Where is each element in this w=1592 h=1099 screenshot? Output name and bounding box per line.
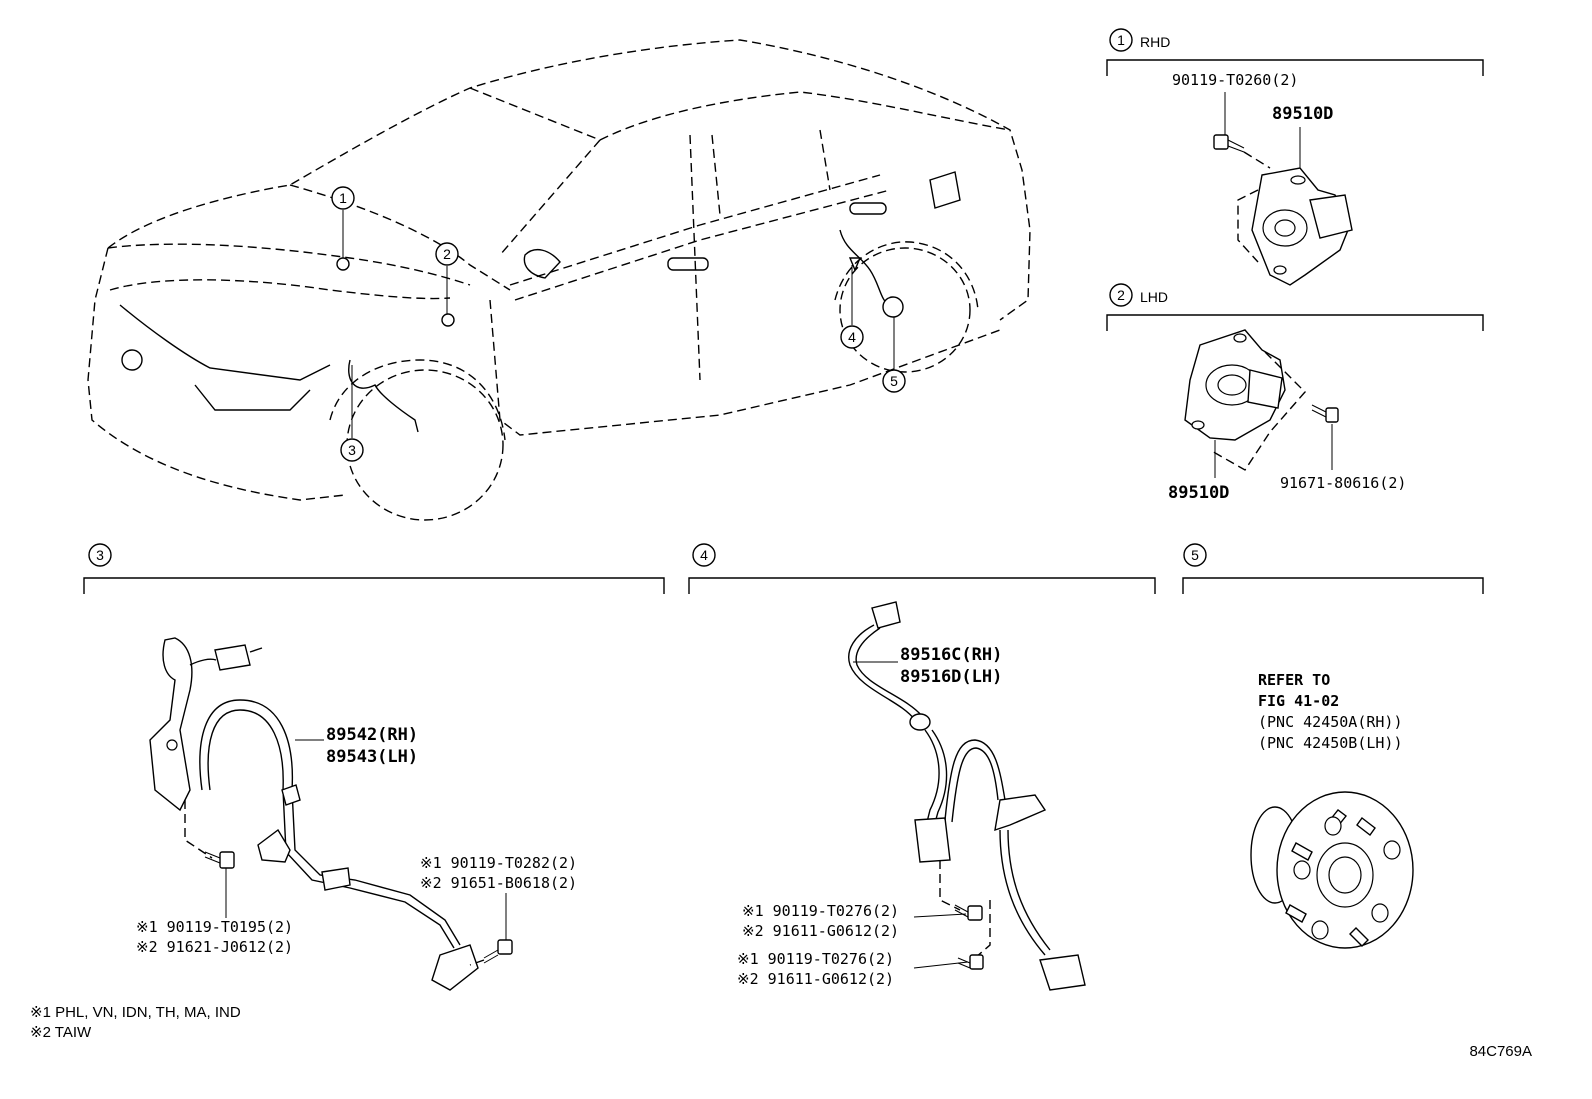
svg-text:(PNC 42450A(RH)): (PNC 42450A(RH)) bbox=[1258, 713, 1403, 731]
locator-dot-2 bbox=[441, 313, 455, 327]
svg-text:2: 2 bbox=[1117, 287, 1125, 303]
svg-text:3: 3 bbox=[96, 547, 104, 563]
svg-text:5: 5 bbox=[1191, 547, 1199, 563]
locator-dot-5 bbox=[882, 296, 904, 318]
bolt-icon bbox=[957, 954, 984, 970]
bolt-icon bbox=[1311, 404, 1339, 423]
svg-text:5: 5 bbox=[890, 373, 898, 389]
rear-abs-speed-sensor bbox=[848, 601, 1086, 991]
svg-text:1: 1 bbox=[1117, 32, 1125, 48]
car-callout-4: 4 bbox=[840, 325, 864, 349]
svg-text:RHD: RHD bbox=[1140, 34, 1170, 50]
svg-text:89542(RH): 89542(RH) bbox=[326, 725, 418, 745]
svg-text:2: 2 bbox=[443, 246, 451, 262]
svg-text:90119-T0260(2): 90119-T0260(2) bbox=[1172, 71, 1298, 89]
svg-text:※1 90119-T0276(2): ※1 90119-T0276(2) bbox=[737, 950, 894, 968]
section-lhd: 2 LHD 89510D 91671-80616(2) bbox=[1106, 283, 1484, 503]
height-sensor-rhd bbox=[1251, 167, 1353, 286]
car-callout-2: 2 bbox=[435, 242, 459, 266]
svg-text:4: 4 bbox=[848, 329, 856, 345]
svg-text:(PNC 42450B(LH)): (PNC 42450B(LH)) bbox=[1258, 734, 1403, 752]
svg-text:89516D(LH): 89516D(LH) bbox=[900, 667, 1002, 687]
section-rhd: 1 RHD 90119-T0260(2) 89510D bbox=[1106, 28, 1484, 286]
svg-text:LHD: LHD bbox=[1140, 289, 1168, 305]
car-callout-3: 3 bbox=[340, 438, 364, 462]
svg-text:89543(LH): 89543(LH) bbox=[326, 747, 418, 767]
rear-axle-hub-icon bbox=[1250, 791, 1414, 949]
svg-text:※2 91611-G0612(2): ※2 91611-G0612(2) bbox=[742, 922, 899, 940]
height-sensor-lhd bbox=[1184, 329, 1286, 441]
svg-text:4: 4 bbox=[700, 547, 708, 563]
svg-text:※2 91651-B0618(2): ※2 91651-B0618(2) bbox=[420, 874, 577, 892]
svg-text:REFER TO: REFER TO bbox=[1258, 671, 1330, 689]
svg-text:1: 1 bbox=[339, 190, 347, 206]
section-rear-hub: 5 REFER TO FIG 41-02 (PNC 42450A(RH)) (P… bbox=[1182, 543, 1484, 949]
svg-text:※2 91621-J0612(2): ※2 91621-J0612(2) bbox=[136, 938, 293, 956]
section-front-speed-sensor: 3 89542(RH) 89543(LH) bbox=[83, 543, 665, 991]
car-illustration bbox=[87, 39, 1031, 521]
svg-text:89516C(RH): 89516C(RH) bbox=[900, 645, 1002, 665]
svg-text:※1 90119-T0276(2): ※1 90119-T0276(2) bbox=[742, 902, 899, 920]
bolt-icon bbox=[1213, 134, 1245, 153]
svg-text:※2 TAIW: ※2 TAIW bbox=[30, 1024, 92, 1041]
bolt-icon bbox=[954, 904, 983, 921]
svg-text:※1 90119-T0195(2): ※1 90119-T0195(2) bbox=[136, 918, 293, 936]
svg-text:※1 PHL, VN, IDN, TH, MA, IND: ※1 PHL, VN, IDN, TH, MA, IND bbox=[30, 1004, 241, 1021]
car-callout-5: 5 bbox=[882, 369, 906, 393]
bolt-icon bbox=[204, 851, 235, 869]
svg-text:※2 91611-G0612(2): ※2 91611-G0612(2) bbox=[737, 970, 894, 988]
section-rear-speed-sensor: 4 89516C(RH) bbox=[688, 543, 1156, 991]
svg-text:89510D: 89510D bbox=[1272, 104, 1333, 124]
bolt-icon bbox=[483, 939, 513, 964]
svg-text:89510D: 89510D bbox=[1168, 483, 1229, 503]
locator-dot-1 bbox=[336, 257, 350, 271]
svg-text:91671-80616(2): 91671-80616(2) bbox=[1280, 474, 1406, 492]
svg-text:FIG 41-02: FIG 41-02 bbox=[1258, 692, 1339, 710]
figure-code: 84C769A bbox=[1469, 1043, 1532, 1060]
svg-text:※1 90119-T0282(2): ※1 90119-T0282(2) bbox=[420, 854, 577, 872]
footnotes: ※1 PHL, VN, IDN, TH, MA, IND ※2 TAIW bbox=[30, 1004, 241, 1041]
svg-text:3: 3 bbox=[348, 442, 356, 458]
car-callout-1: 1 bbox=[331, 186, 355, 210]
